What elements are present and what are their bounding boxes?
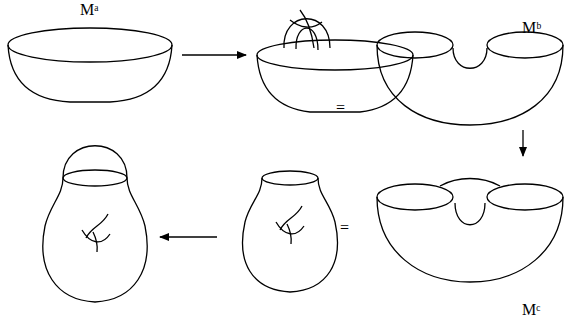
manifold-label: Mᵃ xyxy=(80,2,99,18)
manifold-label: Mᶜ xyxy=(522,302,540,318)
equals-sign: = xyxy=(336,100,345,116)
equals-sign: = xyxy=(340,220,349,236)
manifold-label: Mᵇ xyxy=(522,20,541,36)
